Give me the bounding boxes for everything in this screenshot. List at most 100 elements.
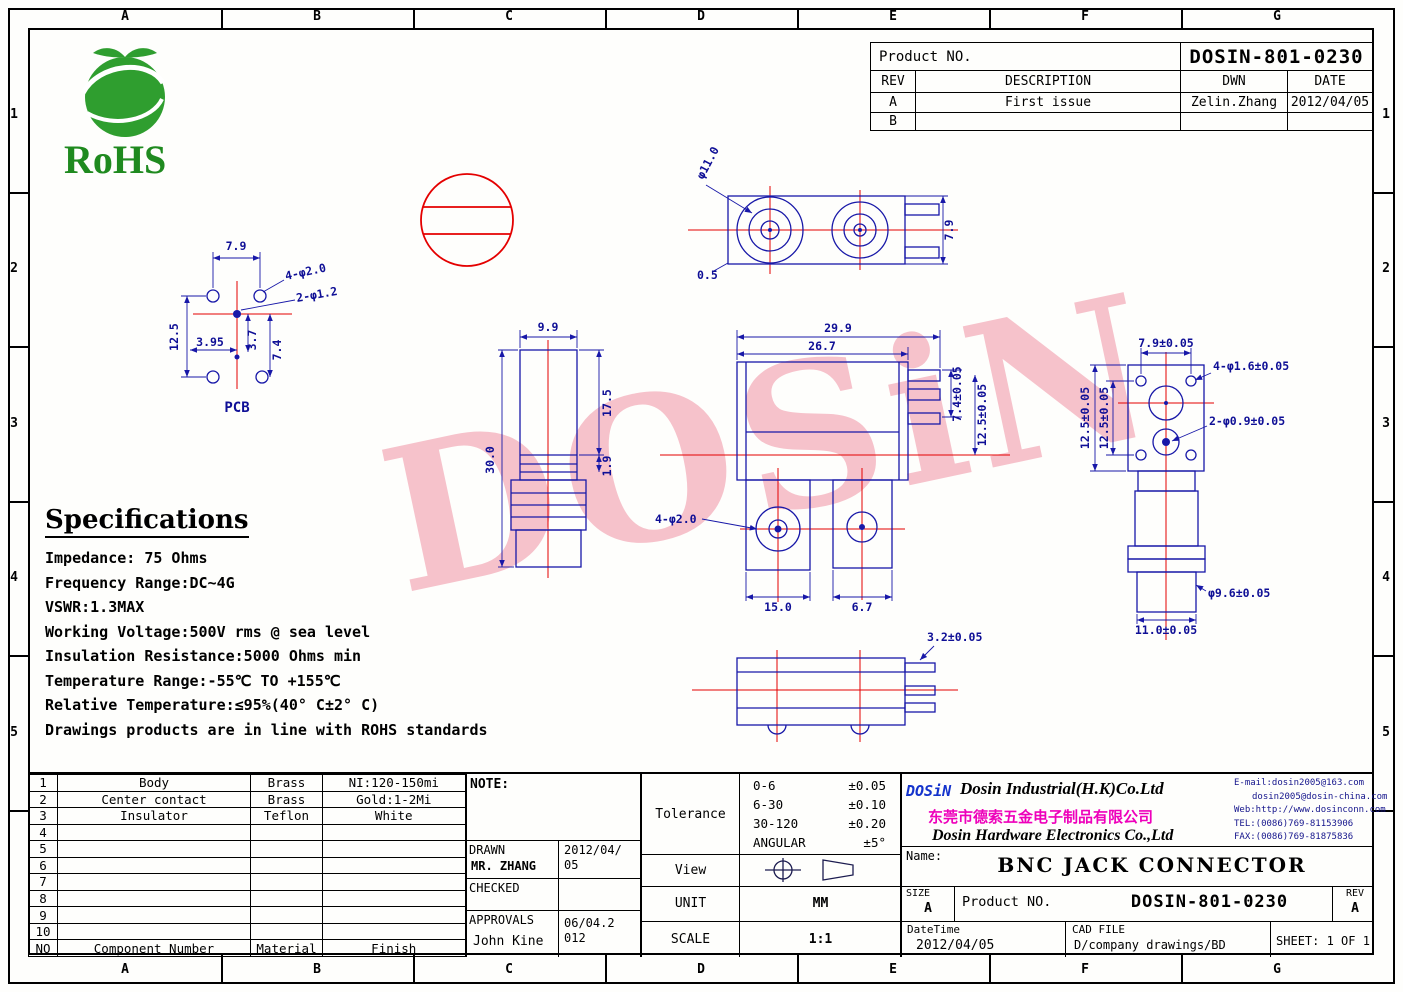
scale-label: SCALE xyxy=(670,931,711,947)
approvals-name: John Kine xyxy=(473,934,544,949)
table-row: 5 xyxy=(28,840,466,858)
grid-col: A xyxy=(121,9,129,24)
product-no-value: DOSIN-801-0230 xyxy=(1130,892,1289,912)
grid-row: 2 xyxy=(10,261,18,276)
company-name-en1: Dosin Industrial(H.K)Co.Ltd xyxy=(960,779,1164,798)
drawn-label: DRAWN xyxy=(469,843,506,857)
company-web: Web:http://www.dosinconn.com xyxy=(1234,805,1386,815)
company-name-cn: 东莞市德索五金电子制品有限公司 xyxy=(928,808,1154,826)
approvals-date: 06/04.2012 xyxy=(564,916,615,945)
revision-row: A First issue Zelin.Zhang 2012/04/05 xyxy=(870,92,1373,113)
grid-col: C xyxy=(505,962,513,977)
tolerance-values: 0-6±0.05 6-30±0.10 30-120±0.20 ANGULAR±5… xyxy=(739,776,902,852)
note-approval-block: NOTE: DRAWN MR. ZHANG 2012/04/05 CHECKED… xyxy=(465,774,640,957)
rohs-leaf-icon xyxy=(80,48,166,137)
datetime-value: 2012/04/05 xyxy=(916,938,995,953)
grid-row: 5 xyxy=(10,725,18,740)
sheet-number: SHEET: 1 OF 1 xyxy=(1276,934,1370,948)
drawn-date: 2012/04/05 xyxy=(564,843,622,872)
revision-row: B xyxy=(870,112,1373,131)
rohs-label: RoHS xyxy=(64,137,166,180)
company-tel: TEL:(0086)769-81153906 xyxy=(1234,818,1354,829)
rev-value: A xyxy=(870,92,916,113)
rev-dwn: Zelin.Zhang xyxy=(1180,92,1288,113)
tolerance-row: ANGULAR±5° xyxy=(753,835,886,850)
company-email: E-mail:dosin2005@163.com xyxy=(1234,778,1365,788)
checked-label: CHECKED xyxy=(469,881,520,895)
grid-row: 4 xyxy=(10,570,18,585)
grid-col: C xyxy=(505,9,513,24)
spec-line: Working Voltage:500V rms @ sea level xyxy=(45,622,371,641)
rev-col-header: REV xyxy=(870,70,916,93)
grid-col: D xyxy=(697,962,705,977)
grid-col: F xyxy=(1081,962,1089,977)
specifications-block: Specifications Impedance: 75 Ohms Freque… xyxy=(45,505,555,742)
rohs-logo: RoHS xyxy=(64,48,166,180)
rev-value: A xyxy=(1351,901,1359,916)
rev-description: First issue xyxy=(915,92,1181,113)
rev-value: B xyxy=(870,112,916,131)
unit-label: UNIT xyxy=(674,896,707,911)
cadfile-label: CAD FILE xyxy=(1072,923,1125,936)
grid-row: 4 xyxy=(1382,570,1390,585)
spec-line: Insulation Resistance:5000 Ohms min xyxy=(45,647,362,665)
rev-description xyxy=(915,112,1181,131)
description-col-header: DESCRIPTION xyxy=(915,70,1181,93)
table-row: 4 xyxy=(28,823,466,842)
grid-col: A xyxy=(121,962,129,977)
table-row: 8 xyxy=(28,889,466,908)
approvals-label: APPROVALS xyxy=(469,913,535,927)
cadfile-value: D/company drawings/BD xyxy=(1074,938,1226,952)
note-label: NOTE: xyxy=(470,777,510,792)
rev-date: 2012/04/05 xyxy=(1287,92,1373,113)
company-email: dosin2005@dosin-china.com xyxy=(1252,791,1388,802)
size-value: A xyxy=(924,901,932,916)
spec-line: Impedance: 75 Ohms xyxy=(45,549,208,567)
grid-col: G xyxy=(1273,9,1281,24)
date-col-header: DATE xyxy=(1287,70,1373,93)
product-no-value: DOSIN-801-0230 xyxy=(1180,42,1373,71)
table-row: 7 xyxy=(28,873,466,891)
projection-view-icon xyxy=(764,858,854,882)
name-label: Name: xyxy=(906,849,943,863)
grid-col: E xyxy=(889,9,897,24)
rev-dwn xyxy=(1180,112,1288,131)
rev-date xyxy=(1287,112,1373,131)
grid-col: D xyxy=(697,9,705,24)
specifications-title: Specifications xyxy=(45,505,249,538)
size-label: SIZE xyxy=(906,888,931,899)
dosin-logo: DOSiN xyxy=(906,782,952,800)
product-no-label: Product NO. xyxy=(962,894,1052,910)
table-row: 6 xyxy=(28,856,466,875)
spec-line: Temperature Range:-55℃ TO +155℃ xyxy=(45,671,341,690)
tolerance-row: 30-120±0.20 xyxy=(753,816,886,831)
outer-border xyxy=(8,8,1395,984)
inner-border xyxy=(28,28,1374,955)
dwn-col-header: DWN xyxy=(1180,70,1288,93)
tolerance-row: 6-30±0.10 xyxy=(753,797,886,812)
grid-col: F xyxy=(1081,9,1089,24)
grid-row: 2 xyxy=(1382,261,1390,276)
grid-col: G xyxy=(1273,962,1281,977)
company-block: DOSiN Dosin Industrial(H.K)Co.Ltd 东莞市德索五… xyxy=(900,774,1388,957)
grid-row: 3 xyxy=(1382,416,1390,431)
tolerance-label: Tolerance xyxy=(655,806,726,822)
drawing-name: BNC JACK CONNECTOR xyxy=(997,853,1307,877)
tolerance-row: 0-6±0.05 xyxy=(753,778,886,793)
drawn-name: MR. ZHANG xyxy=(471,859,537,873)
product-no-label: Product NO. xyxy=(870,42,1181,71)
table-row: 9 xyxy=(28,906,466,924)
view-label: View xyxy=(674,862,707,878)
unit-value: MM xyxy=(812,896,829,911)
company-contacts: E-mail:dosin2005@163.com dosin2005@dosin… xyxy=(1234,777,1388,845)
spec-line: Drawings products are in line with ROHS … xyxy=(45,720,488,739)
grid-col: E xyxy=(889,962,897,977)
grid-col: B xyxy=(313,9,321,24)
grid-row: 5 xyxy=(1382,725,1390,740)
grid-col: B xyxy=(313,962,321,977)
